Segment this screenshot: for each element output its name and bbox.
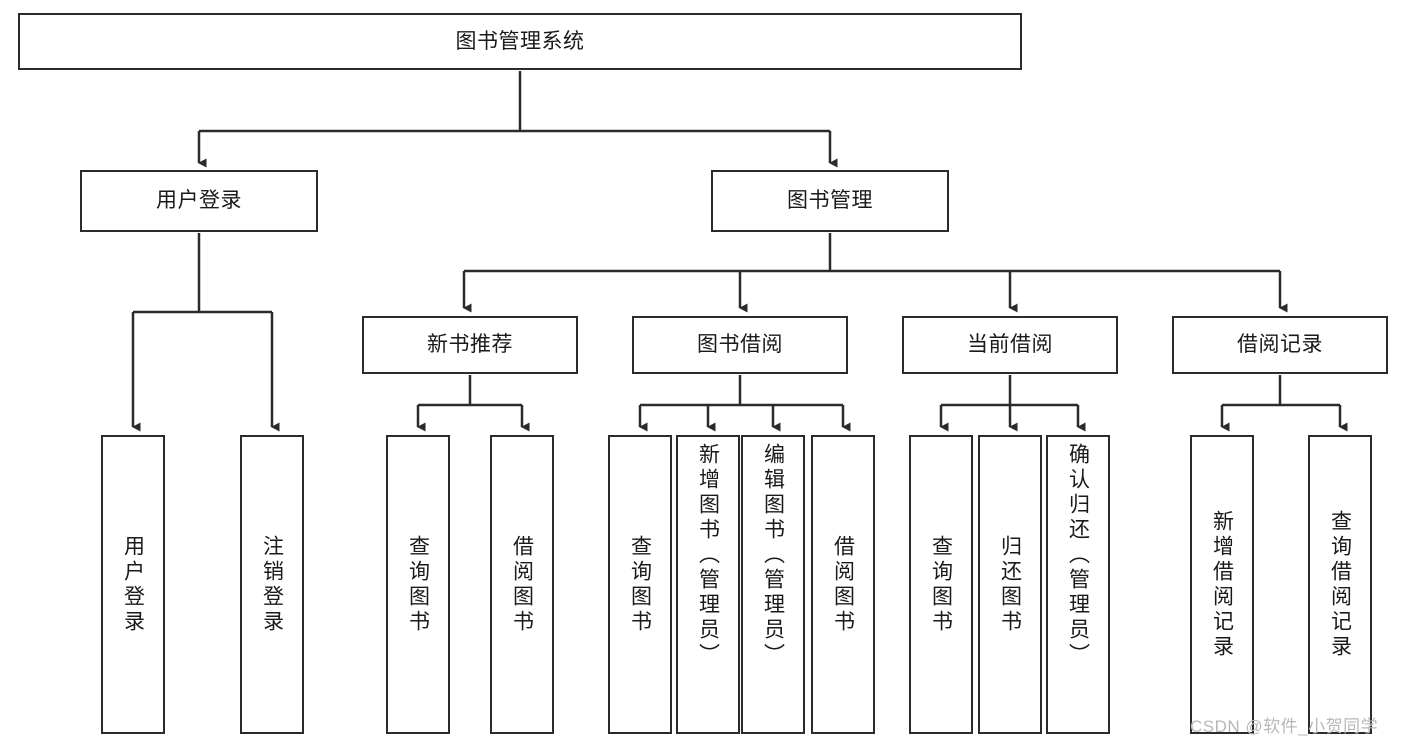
node-leaf-borrow-add[interactable]: 新增图书（管理员） <box>676 435 740 734</box>
node-leaf-cur-return[interactable]: 归还图书 <box>978 435 1042 734</box>
node-current-borrow-label: 当前借阅 <box>967 333 1053 357</box>
leaf-text-wrap: 新增借阅记录 <box>1192 437 1252 732</box>
node-leaf-cur-query-label: 查询图书 <box>929 534 953 635</box>
leaf-text-wrap: 查询图书 <box>911 437 971 732</box>
node-leaf-user-login[interactable]: 用户登录 <box>101 435 165 734</box>
leaf-text-wrap: 查询图书 <box>610 437 670 732</box>
node-leaf-borrow-add-label: 新增图书（管理员） <box>696 443 720 668</box>
node-book-mgmt[interactable]: 图书管理 <box>711 170 949 232</box>
node-leaf-user-logout-label: 注销登录 <box>260 534 284 635</box>
node-leaf-borrow-query[interactable]: 查询图书 <box>608 435 672 734</box>
node-leaf-user-login-label: 用户登录 <box>121 534 145 635</box>
leaf-text-wrap: 确认归还（管理员） <box>1048 437 1108 732</box>
node-leaf-cur-return-label: 归还图书 <box>998 534 1022 635</box>
node-borrow-record-label: 借阅记录 <box>1237 333 1323 357</box>
node-leaf-borrow-lend[interactable]: 借阅图书 <box>811 435 875 734</box>
node-leaf-cur-query[interactable]: 查询图书 <box>909 435 973 734</box>
node-book-borrow[interactable]: 图书借阅 <box>632 316 848 374</box>
node-leaf-rec-borrow-label: 借阅图书 <box>510 534 534 635</box>
leaf-text-wrap: 归还图书 <box>980 437 1040 732</box>
leaf-text-wrap: 新增图书（管理员） <box>678 437 738 732</box>
node-leaf-cur-confirm[interactable]: 确认归还（管理员） <box>1046 435 1110 734</box>
node-user-login[interactable]: 用户登录 <box>80 170 318 232</box>
node-leaf-rec-query2-label: 查询借阅记录 <box>1328 509 1352 660</box>
node-root[interactable]: 图书管理系统 <box>18 13 1022 70</box>
node-leaf-rec-query2[interactable]: 查询借阅记录 <box>1308 435 1372 734</box>
node-leaf-borrow-query-label: 查询图书 <box>628 534 652 635</box>
node-leaf-cur-confirm-label: 确认归还（管理员） <box>1066 443 1090 668</box>
node-book-borrow-label: 图书借阅 <box>697 333 783 357</box>
node-book-mgmt-label: 图书管理 <box>787 189 873 213</box>
leaf-text-wrap: 查询借阅记录 <box>1310 437 1370 732</box>
node-leaf-rec-add[interactable]: 新增借阅记录 <box>1190 435 1254 734</box>
node-current-borrow[interactable]: 当前借阅 <box>902 316 1118 374</box>
leaf-text-wrap: 查询图书 <box>388 437 448 732</box>
node-leaf-rec-query[interactable]: 查询图书 <box>386 435 450 734</box>
leaf-text-wrap: 编辑图书（管理员） <box>743 437 803 732</box>
node-new-book-rec[interactable]: 新书推荐 <box>362 316 578 374</box>
node-leaf-rec-add-label: 新增借阅记录 <box>1210 509 1234 660</box>
leaf-text-wrap: 借阅图书 <box>492 437 552 732</box>
node-leaf-borrow-edit-label: 编辑图书（管理员） <box>761 443 785 668</box>
csdn-watermark: CSDN @软件_小贺同学 <box>1190 717 1379 736</box>
node-borrow-record[interactable]: 借阅记录 <box>1172 316 1388 374</box>
leaf-text-wrap: 用户登录 <box>103 437 163 732</box>
node-new-book-rec-label: 新书推荐 <box>427 333 513 357</box>
node-leaf-rec-query-label: 查询图书 <box>406 534 430 635</box>
node-leaf-rec-borrow[interactable]: 借阅图书 <box>490 435 554 734</box>
leaf-text-wrap: 注销登录 <box>242 437 302 732</box>
node-user-login-label: 用户登录 <box>156 189 242 213</box>
leaf-text-wrap: 借阅图书 <box>813 437 873 732</box>
node-leaf-borrow-lend-label: 借阅图书 <box>831 534 855 635</box>
node-leaf-borrow-edit[interactable]: 编辑图书（管理员） <box>741 435 805 734</box>
node-leaf-user-logout[interactable]: 注销登录 <box>240 435 304 734</box>
node-root-label: 图书管理系统 <box>455 29 585 53</box>
